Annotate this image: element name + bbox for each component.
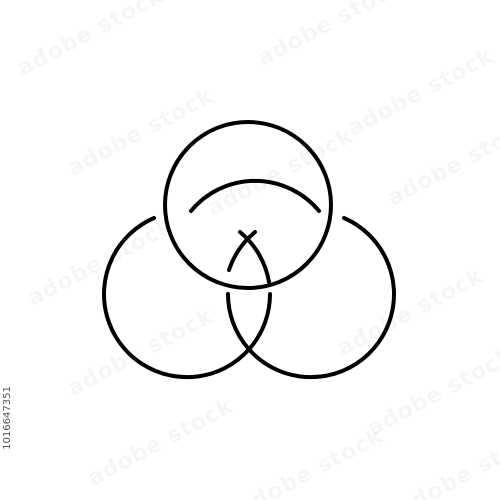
left-circle-arc (102, 216, 272, 380)
left-circle-inner-arc (238, 230, 271, 284)
center-lens-arc (189, 178, 321, 213)
stock-id-label: 1016647351 (2, 386, 13, 450)
right-circle-inner-arc (227, 230, 257, 272)
right-circle-arc (226, 216, 396, 380)
top-circle (163, 120, 333, 290)
